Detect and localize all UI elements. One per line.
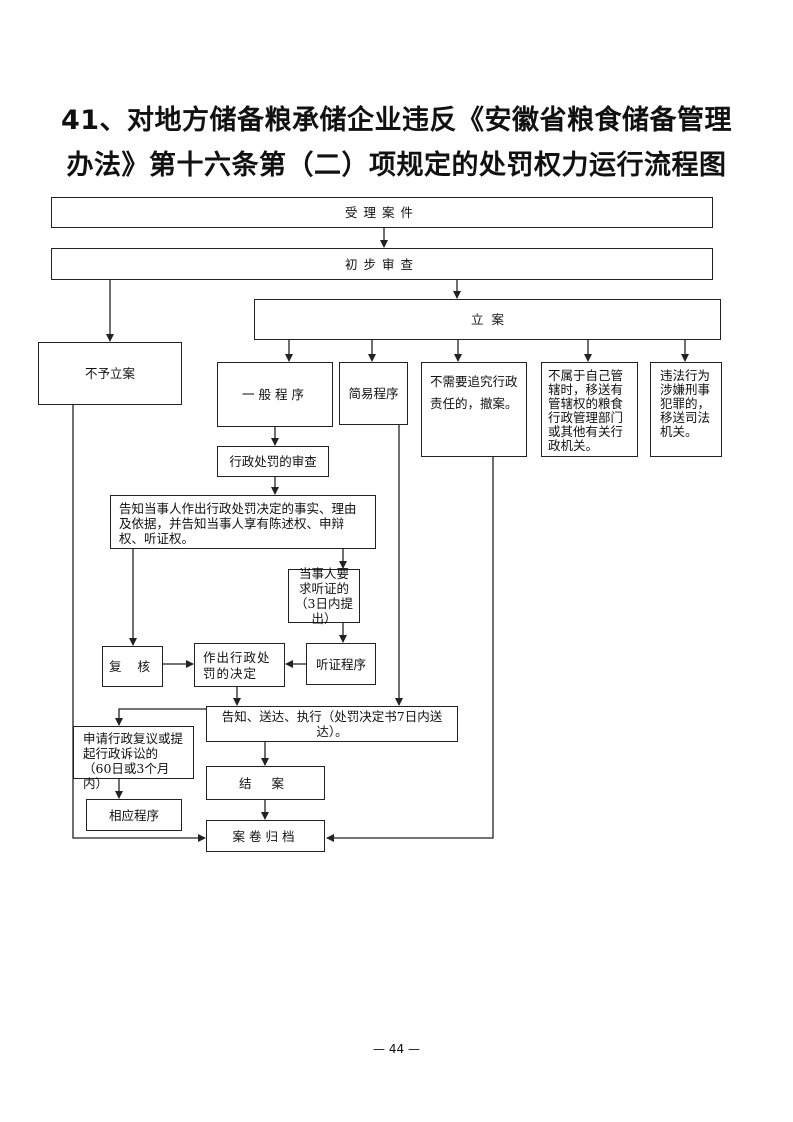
node-appeal: 申请行政复议或提起行政诉讼的（60日或3个月内） (73, 726, 194, 791)
node-deliver: 告知、送达、执行（处罚决定书7日内送达）。 (206, 706, 458, 742)
node-not-file: 不予立案 (38, 342, 182, 405)
node-not-jurisdiction: 不属于自己管辖时，移送有管辖权的粮食行政管理部门或其他有关行政机关。 (541, 362, 638, 457)
node-general: 一般程序 (217, 362, 333, 427)
arrow-not-file-archive (72, 405, 206, 842)
node-accept: 受理案件 (51, 197, 713, 228)
node-related: 相应程序 (86, 799, 182, 831)
node-no-liability: 不需要追究行政责任的，撤案。 (421, 362, 527, 457)
node-close-case: 结 案 (206, 766, 325, 800)
title-line-1: 41、对地方储备粮承储企业违反《安徽省粮食储备管理 (60, 105, 733, 136)
node-decision: 作出行政处罚的决定 (194, 643, 285, 687)
node-hearing-request: 当事人要求听证的（3日内提出） (288, 566, 360, 626)
node-recheck: 复 核 (102, 646, 163, 687)
page-number: — 44 — (373, 1042, 420, 1056)
node-archive: 案卷归档 (206, 820, 325, 852)
node-criminal: 违法行为涉嫌刑事犯罪的，移送司法机关。 (650, 362, 722, 457)
title-line-2: 办法》第十六条第（二）项规定的处罚权力运行流程图 (66, 150, 727, 181)
node-notify-rights: 告知当事人作出行政处罚决定的事实、理由及依据，并告知当事人享有陈述权、申辩权、听… (110, 495, 376, 549)
node-file-case: 立 案 (254, 299, 721, 340)
arrow-no-liability-archive (326, 457, 494, 842)
node-penalty-review: 行政处罚的审查 (217, 446, 329, 477)
arrow-deliver-appeal (115, 708, 206, 726)
node-review: 初步审查 (51, 248, 713, 280)
node-simple: 简易程序 (339, 362, 408, 425)
node-hearing: 听证程序 (306, 643, 376, 685)
